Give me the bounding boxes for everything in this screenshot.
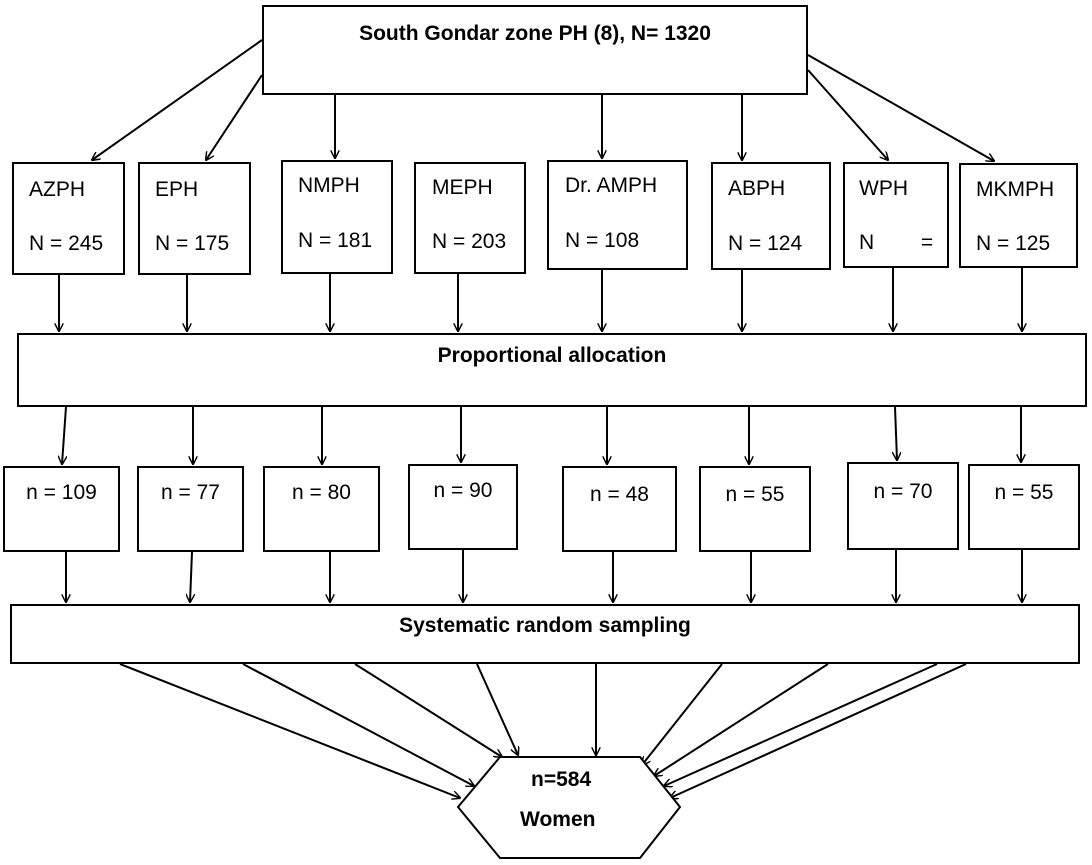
hospital-count: N = 124 (728, 232, 803, 255)
sample-box: n = 80 (263, 466, 380, 552)
arrow-to-sample (895, 406, 897, 460)
hospital-name: AZPH (29, 178, 86, 201)
hospital-box-dr-amph: Dr. AMPH N = 108 (547, 160, 688, 270)
allocation-box: Proportional allocation (17, 333, 1087, 407)
sample-box: n = 90 (408, 464, 518, 550)
arrow-to-hospital (92, 39, 263, 160)
hospital-box-meph: MEPH N = 203 (414, 162, 526, 274)
hospital-count: N = 175 (155, 232, 230, 255)
hospital-count: N = 245 (29, 232, 104, 255)
sample-count: n = 109 (26, 481, 97, 504)
hospital-box-mkmph: MKMPH N = 125 (959, 163, 1078, 268)
sampling-box: Systematic random sampling (10, 604, 1080, 664)
allocation-label: Proportional allocation (437, 344, 667, 367)
hospital-count: N = 203 (432, 230, 507, 253)
hospital-count: N = (859, 231, 934, 254)
final-count: n=584 (531, 768, 592, 791)
sample-box: n = 109 (3, 466, 120, 552)
hospital-count: N = 181 (298, 229, 373, 252)
hospital-box-abph: ABPH N = 124 (711, 162, 831, 270)
hospital-name: Dr. AMPH (565, 174, 658, 197)
zone-box: South Gondar zone PH (8), N= 1320 (262, 5, 808, 95)
sampling-label: Systematic random sampling (399, 614, 691, 637)
arrow-to-final (642, 663, 723, 765)
sample-count: n = 80 (292, 481, 351, 504)
hospital-box-eph: EPH N = 175 (138, 162, 251, 275)
hospital-name: EPH (155, 178, 199, 201)
arrow-to-hospital (807, 69, 888, 160)
sample-count: n = 48 (590, 483, 649, 506)
arrow-to-final (664, 663, 938, 786)
sample-count: n = 55 (725, 483, 785, 506)
arrow-to-hospital (807, 54, 994, 161)
hospital-count: N = 108 (565, 229, 640, 252)
final-label: Women (520, 808, 596, 831)
arrow-to-final (654, 663, 829, 776)
sample-count: n = 55 (994, 481, 1054, 504)
final-hexagon (456, 756, 682, 859)
arrow-to-final (476, 663, 518, 755)
arrow-to-final (119, 663, 460, 798)
hospital-box-wph: WPH N = (843, 162, 949, 268)
zone-label: South Gondar zone PH (8), N= 1320 (359, 22, 711, 45)
sample-box: n = 55 (968, 464, 1080, 550)
hospital-name: ABPH (728, 177, 786, 200)
sample-box: n = 70 (847, 462, 959, 550)
sample-count: n = 77 (161, 481, 220, 504)
hospital-name: MEPH (432, 176, 493, 199)
arrow-to-final (242, 663, 474, 786)
arrow-to-hospital (206, 74, 263, 160)
arrow-to-sample (62, 406, 66, 464)
hospital-count: N = 125 (976, 232, 1051, 255)
sample-box: n = 55 (699, 466, 811, 552)
hospital-name: MKMPH (976, 178, 1055, 201)
sample-box: n = 48 (562, 466, 677, 552)
hospital-name: WPH (859, 177, 908, 200)
arrow-to-sampling (190, 551, 192, 602)
sample-box: n = 77 (137, 466, 244, 552)
sample-count: n = 70 (873, 480, 933, 503)
hospital-name: NMPH (298, 174, 360, 197)
sample-count: n = 90 (433, 479, 493, 502)
hospital-box-azph: AZPH N = 245 (12, 162, 125, 275)
arrow-to-final (354, 663, 502, 757)
arrow-to-final (670, 663, 967, 798)
hospital-box-nmph: NMPH N = 181 (281, 160, 393, 274)
